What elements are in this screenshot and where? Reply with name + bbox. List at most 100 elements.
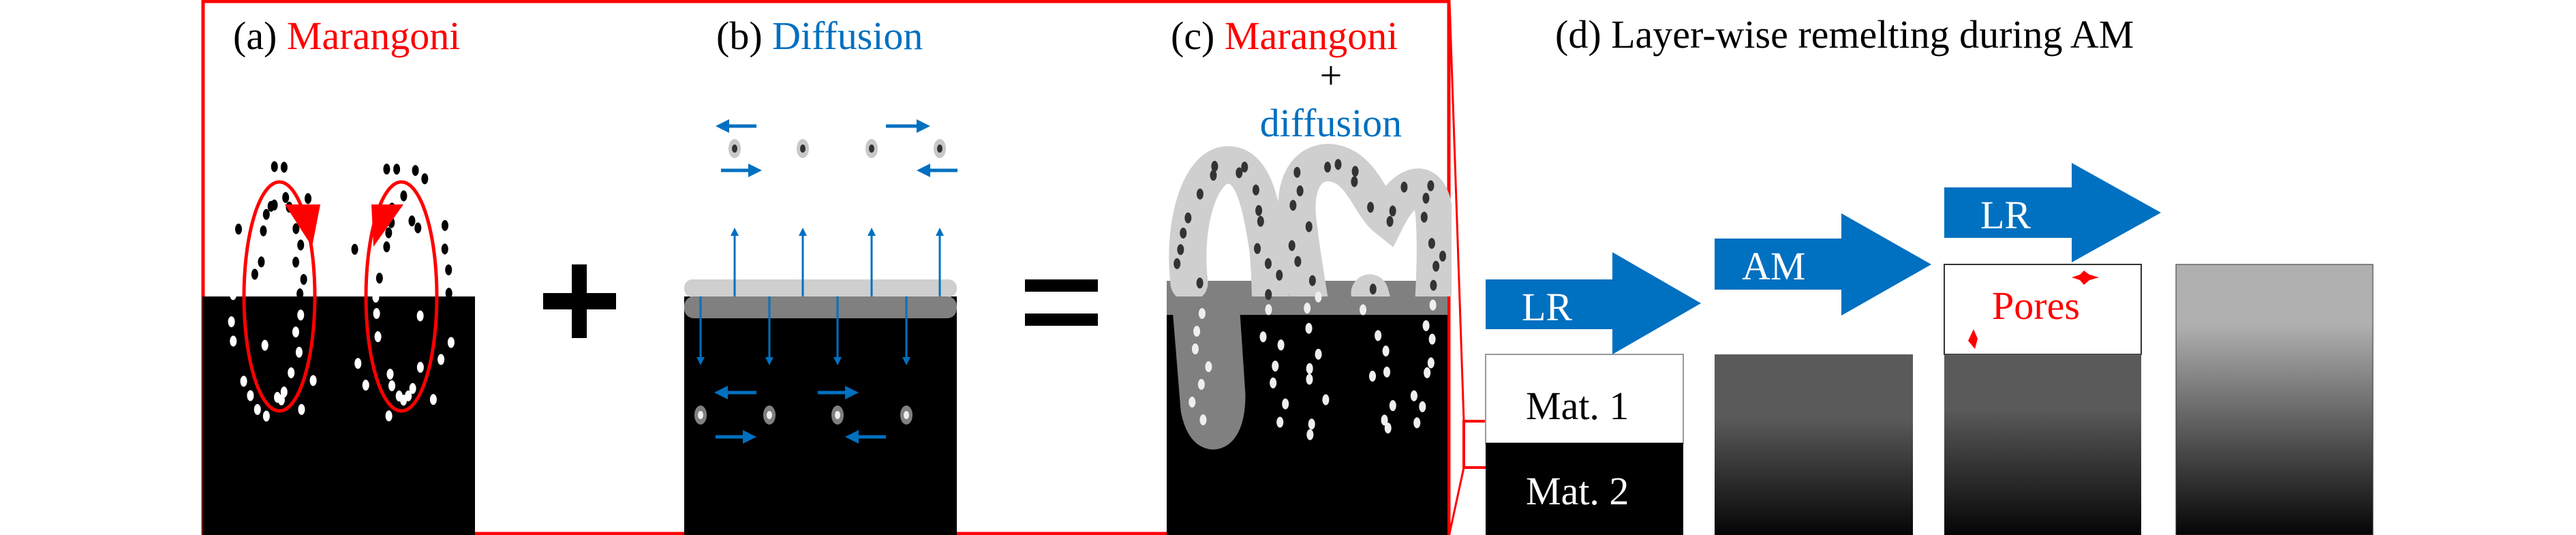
particle xyxy=(441,219,448,231)
particle xyxy=(274,392,281,403)
svg-text:AM: AM xyxy=(1742,244,1805,288)
particle xyxy=(1427,180,1435,192)
mat1-label: Mat. 1 xyxy=(1526,384,1629,428)
particle xyxy=(1413,417,1421,429)
solute-core xyxy=(835,411,840,419)
particle xyxy=(288,367,295,378)
particle xyxy=(228,316,235,328)
particle xyxy=(1315,348,1322,360)
particle xyxy=(1383,366,1391,378)
particle xyxy=(298,403,305,415)
particle xyxy=(254,403,261,415)
particle xyxy=(1288,240,1295,251)
particle xyxy=(271,199,278,211)
panel-c-plus: + xyxy=(1320,53,1343,97)
solute-core xyxy=(869,144,874,153)
particle xyxy=(1428,238,1435,249)
particle xyxy=(1419,401,1426,412)
particle xyxy=(1367,202,1375,213)
particle xyxy=(297,239,305,251)
particle xyxy=(262,209,270,220)
solute-core xyxy=(732,144,737,153)
particle xyxy=(1375,330,1382,341)
arrow-lr-2: LR xyxy=(1944,163,2161,262)
particle xyxy=(1289,200,1297,211)
particle xyxy=(385,227,393,239)
particle xyxy=(282,192,290,203)
particle xyxy=(1211,161,1218,172)
particle xyxy=(1315,291,1322,303)
particle xyxy=(1334,159,1342,170)
particle xyxy=(388,380,396,392)
particle xyxy=(1184,212,1192,224)
particle xyxy=(438,354,445,365)
bar-initial: Mat. 1 Mat. 2 xyxy=(1485,354,1684,535)
particle xyxy=(240,376,247,387)
particle xyxy=(1199,414,1207,425)
particle xyxy=(1306,429,1314,440)
particle xyxy=(1429,299,1437,311)
particle xyxy=(261,339,269,351)
particle xyxy=(292,223,300,234)
particle xyxy=(1180,227,1187,239)
panel-c-combined xyxy=(1167,144,1452,535)
panel-b-label: (b) Diffusion xyxy=(716,14,923,58)
particle xyxy=(1308,418,1315,430)
particle xyxy=(416,310,424,322)
solute-core xyxy=(904,411,909,419)
particle xyxy=(354,358,362,369)
particle xyxy=(1272,361,1279,372)
pores-label: Pores xyxy=(1992,284,2080,328)
substrate-block xyxy=(684,296,957,535)
particle xyxy=(1257,215,1264,227)
particle xyxy=(235,224,243,235)
particle xyxy=(1294,256,1302,267)
particle xyxy=(300,273,307,285)
particle xyxy=(309,375,317,386)
particle xyxy=(1198,308,1206,319)
particle xyxy=(1430,279,1437,291)
particle xyxy=(1205,361,1212,372)
particle xyxy=(445,288,453,299)
particle xyxy=(1210,170,1217,181)
particle xyxy=(408,215,416,227)
particle xyxy=(373,307,380,319)
particle xyxy=(247,390,254,401)
particle xyxy=(429,394,437,406)
particle xyxy=(1422,192,1430,204)
particle xyxy=(445,264,453,275)
panel-a-label: (a) Marangoni xyxy=(233,14,460,58)
particle xyxy=(1351,166,1359,177)
particle xyxy=(1296,185,1304,197)
particle xyxy=(1265,304,1272,316)
particle xyxy=(1276,416,1284,428)
particle xyxy=(1252,184,1259,196)
particle xyxy=(412,165,419,177)
particle xyxy=(414,222,422,234)
particle xyxy=(292,326,299,338)
bar-after-lr xyxy=(1715,354,1913,535)
particle xyxy=(1410,390,1417,401)
flow-arrowhead-right xyxy=(371,204,403,247)
particle xyxy=(1308,275,1316,286)
particle xyxy=(1264,258,1272,269)
particle xyxy=(262,410,270,422)
particle xyxy=(1351,176,1358,187)
particle xyxy=(1270,377,1277,388)
particle xyxy=(441,243,448,255)
particle xyxy=(1305,221,1313,232)
panel-b-diffusion xyxy=(684,119,957,535)
particle xyxy=(1384,423,1392,434)
solute-core xyxy=(937,144,942,153)
panel-c-diffusion: diffusion xyxy=(1260,101,1402,145)
equals-sign xyxy=(1025,279,1098,326)
particle xyxy=(1369,284,1377,295)
particle xyxy=(383,241,390,253)
particle xyxy=(1306,363,1313,374)
particle xyxy=(1241,162,1248,173)
particle xyxy=(1422,320,1430,331)
diffusion-zone-upper xyxy=(684,279,957,297)
particle xyxy=(421,173,429,185)
pore-icon xyxy=(1968,329,1978,349)
